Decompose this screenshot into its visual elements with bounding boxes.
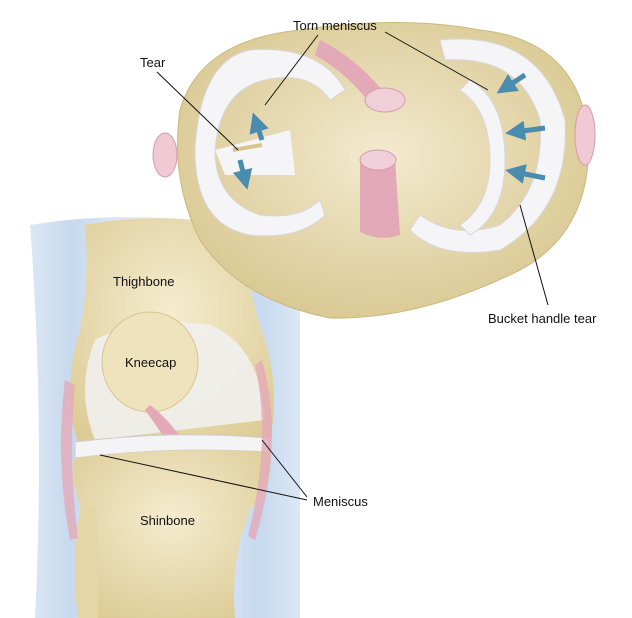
arrow-icon [505,120,546,141]
torn-meniscus-shape [194,49,346,237]
bucket-handle-meniscus-shape [409,38,566,253]
shinbone-shape [73,450,270,618]
label-meniscus: Meniscus [313,494,368,509]
knee-front-view [30,217,300,618]
arrow-icon [505,164,546,184]
label-torn-meniscus: Torn meniscus [293,18,377,33]
fibula-shape [74,500,99,618]
tibial-plateau-top-view [152,22,596,319]
label-shinbone: Shinbone [140,513,195,528]
arrow-icon [232,159,253,190]
label-bucket-handle-tear: Bucket handle tear [488,311,597,326]
label-thighbone: Thighbone [113,274,175,289]
label-kneecap: Kneecap [125,355,177,370]
label-tear: Tear [140,55,166,70]
arrow-icon [249,112,269,141]
cruciate-ligament [360,154,400,238]
arrow-icon [496,72,527,94]
tear-arrows [232,72,546,190]
leader-lines [99,31,549,501]
